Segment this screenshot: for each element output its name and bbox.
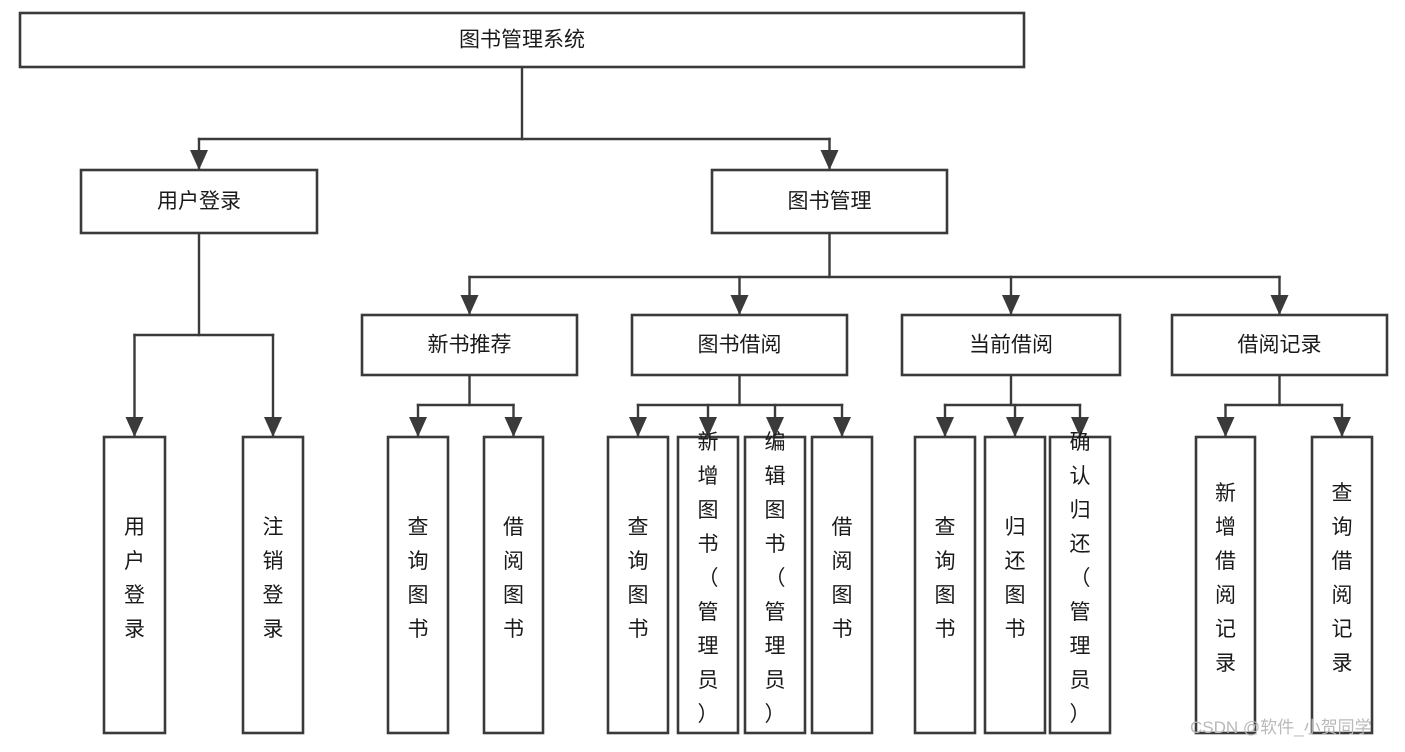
node-label: 借阅图书 [503, 516, 524, 641]
node-box [983, 435, 1047, 735]
node-box [482, 435, 545, 735]
node-leaf-query-book-cur[interactable]: 查询图书 [913, 435, 977, 735]
node-box [1048, 435, 1112, 735]
node-box [630, 313, 849, 377]
node-box [913, 435, 977, 735]
node-borrow-record[interactable]: 借阅记录 [1170, 313, 1389, 377]
node-box [1194, 435, 1257, 735]
node-label: 查询图书 [408, 516, 429, 641]
arrow-head [125, 417, 144, 437]
node-box [18, 11, 1026, 69]
node-label: 新增图书（管理员） [698, 431, 719, 726]
node-label: 图书管理系统 [459, 29, 585, 52]
arrow-head [1071, 417, 1089, 437]
node-label: 当前借阅 [969, 334, 1053, 357]
node-new-book-rec[interactable]: 新书推荐 [360, 313, 579, 377]
arrow-head [820, 150, 839, 170]
arrow-head [730, 295, 749, 315]
node-label: 新增借阅记录 [1215, 482, 1236, 675]
node-leaf-user-login[interactable]: 用户登录 [102, 435, 167, 735]
node-label: 借阅记录 [1238, 334, 1322, 357]
node-box [710, 168, 949, 235]
arrow-head [264, 417, 282, 437]
arrow-head [699, 417, 717, 437]
node-leaf-return-book[interactable]: 归还图书 [983, 435, 1047, 735]
node-label: 查询图书 [935, 516, 956, 641]
node-leaf-query-book-borrow[interactable]: 查询图书 [606, 435, 670, 735]
node-leaf-query-book-rec[interactable]: 查询图书 [386, 435, 450, 735]
arrow-head [460, 295, 479, 315]
node-label: 用户登录 [157, 190, 241, 213]
arrow-head [833, 417, 851, 437]
node-label: 归还图书 [1005, 516, 1026, 641]
node-box [360, 313, 579, 377]
node-label: 编辑图书（管理员） [765, 431, 786, 726]
node-label: 查询借阅记录 [1332, 482, 1353, 675]
arrow-head [1216, 417, 1235, 437]
node-box [1310, 435, 1374, 735]
node-leaf-confirm-return[interactable]: 确认归还（管理员） [1048, 431, 1112, 735]
node-box [1170, 313, 1389, 377]
node-label: 查询图书 [628, 516, 649, 641]
node-leaf-borrow-book[interactable]: 借阅图书 [810, 435, 874, 735]
node-box [676, 435, 740, 735]
node-leaf-add-book[interactable]: 新增图书（管理员） [676, 431, 740, 735]
arrow-head [629, 417, 647, 437]
arrow-head [409, 417, 427, 437]
arrow-head [1270, 295, 1289, 315]
node-box [606, 435, 670, 735]
arrow-head [1002, 295, 1020, 315]
node-box [900, 313, 1122, 377]
node-label: 新书推荐 [428, 334, 512, 357]
node-leaf-borrow-book-rec[interactable]: 借阅图书 [482, 435, 545, 735]
node-leaf-add-record[interactable]: 新增借阅记录 [1194, 435, 1257, 735]
node-leaf-query-record[interactable]: 查询借阅记录 [1310, 435, 1374, 735]
node-box [79, 168, 319, 235]
node-box [386, 435, 450, 735]
node-user-login[interactable]: 用户登录 [79, 168, 319, 235]
node-label: 图书管理 [788, 190, 872, 213]
edges-layer [125, 65, 1351, 438]
node-box [743, 435, 807, 735]
node-book-manage[interactable]: 图书管理 [710, 168, 949, 235]
arrow-head [1006, 417, 1024, 437]
csdn-watermark: CSDN @软件_小贺同学 [1190, 718, 1372, 737]
node-root[interactable]: 图书管理系统 [18, 11, 1026, 69]
arrow-head [504, 417, 523, 437]
arrow-head [190, 150, 208, 170]
arrow-head [1333, 417, 1351, 437]
node-box [102, 435, 167, 735]
node-leaf-edit-book[interactable]: 编辑图书（管理员） [743, 431, 807, 735]
node-label: 注销登录 [263, 516, 284, 641]
node-label: 确认归还（管理员） [1070, 431, 1091, 726]
node-book-borrow[interactable]: 图书借阅 [630, 313, 849, 377]
arrow-head [766, 417, 784, 437]
node-current-borrow[interactable]: 当前借阅 [900, 313, 1122, 377]
arrow-head [936, 417, 954, 437]
node-label: 用户登录 [124, 516, 145, 641]
node-box [810, 435, 874, 735]
nodes-layer: 图书管理系统用户登录图书管理新书推荐图书借阅当前借阅借阅记录用户登录注销登录查询… [18, 11, 1389, 735]
node-box [241, 435, 305, 735]
node-label: 借阅图书 [832, 516, 853, 641]
node-label: 图书借阅 [698, 334, 782, 357]
node-leaf-logout[interactable]: 注销登录 [241, 435, 305, 735]
